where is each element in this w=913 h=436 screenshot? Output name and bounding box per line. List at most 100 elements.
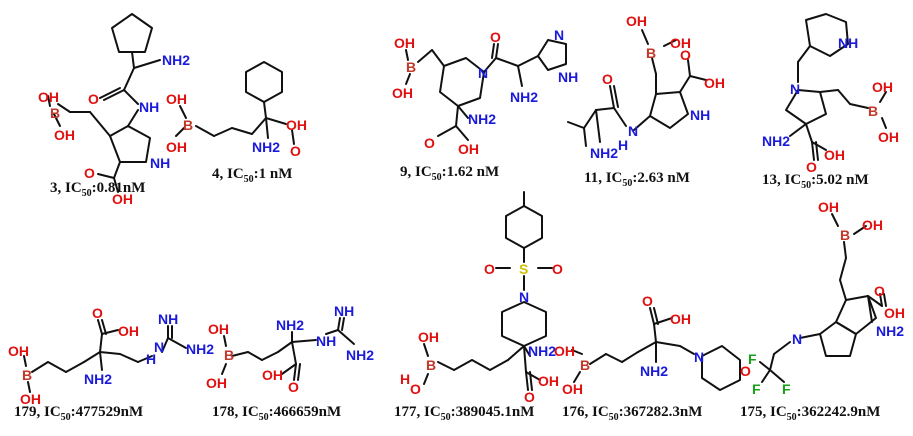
atom-n: N bbox=[478, 65, 488, 81]
atom-nh2: NH2 bbox=[162, 52, 190, 68]
atom-n: N bbox=[154, 339, 164, 355]
svg-text:O: O bbox=[92, 305, 103, 321]
svg-text:OH: OH bbox=[392, 85, 413, 101]
atom-o: O bbox=[740, 363, 751, 379]
atom-oh: OH bbox=[394, 35, 415, 51]
svg-text:O: O bbox=[410, 381, 421, 397]
atom-n: N bbox=[694, 349, 704, 365]
caption-compound-3: 3, IC50:0.81nM bbox=[50, 180, 146, 199]
structure-compound-175: OH B OH O OH NH2 N F F F bbox=[748, 199, 905, 397]
atom-oh: OH bbox=[166, 139, 187, 155]
svg-text:OH: OH bbox=[884, 305, 905, 321]
atom-oh: OH bbox=[862, 217, 883, 233]
atom-h: H bbox=[400, 371, 410, 387]
structure-compound-4: OH B OH NH2 OH O bbox=[166, 61, 307, 159]
svg-text:B: B bbox=[224, 347, 234, 363]
atom-h: H bbox=[146, 351, 156, 367]
svg-text:H: H bbox=[146, 351, 156, 367]
svg-text:OH: OH bbox=[394, 35, 415, 51]
svg-text:O: O bbox=[806, 159, 817, 175]
svg-text:N: N bbox=[554, 27, 564, 43]
atom-s: S bbox=[519, 261, 528, 277]
atom-o: O bbox=[290, 143, 301, 159]
svg-text:B: B bbox=[580, 357, 590, 373]
atom-oh: OH bbox=[554, 343, 575, 359]
svg-text:B: B bbox=[406, 59, 416, 75]
svg-text:OH: OH bbox=[818, 199, 839, 215]
structure-compound-9: OH B OH O N N NH NH2 NH2 O OH bbox=[392, 27, 578, 157]
svg-text:H: H bbox=[618, 137, 628, 153]
atom-oh: OH bbox=[286, 117, 307, 133]
atom-o: O bbox=[484, 261, 495, 277]
atom-n: N bbox=[790, 81, 800, 97]
atom-o: O bbox=[806, 159, 817, 175]
atom-oh: OH bbox=[878, 129, 899, 145]
caption-compound-4: 4, IC50:1 nM bbox=[212, 166, 293, 185]
svg-text:OH: OH bbox=[54, 127, 75, 143]
structure-compound-3: NH2 O NH OH B OH NH O OH bbox=[38, 13, 190, 207]
atom-oh: OH bbox=[562, 381, 583, 397]
svg-text:NH2: NH2 bbox=[162, 52, 190, 68]
atom-nh2: NH2 bbox=[590, 145, 618, 161]
atom-n: N bbox=[554, 27, 564, 43]
atom-o: O bbox=[680, 47, 691, 63]
svg-text:NH: NH bbox=[838, 35, 858, 51]
atom-oh: OH bbox=[824, 147, 845, 163]
svg-text:O: O bbox=[484, 261, 495, 277]
svg-text:H: H bbox=[400, 371, 410, 387]
atom-oh: OH bbox=[38, 89, 59, 105]
svg-text:OH: OH bbox=[626, 13, 647, 29]
atom-o: O bbox=[602, 71, 613, 87]
structure-compound-178: OH B OH NH2 NH NH NH2 OH O bbox=[206, 303, 374, 395]
atom-o: O bbox=[552, 261, 563, 277]
svg-text:OH: OH bbox=[166, 139, 187, 155]
atom-oh: OH bbox=[418, 329, 439, 345]
svg-text:B: B bbox=[183, 117, 193, 133]
atom-f: F bbox=[748, 351, 757, 367]
caption-compound-13: 13, IC50:5.02 nM bbox=[762, 172, 869, 191]
svg-text:O: O bbox=[424, 135, 435, 151]
atom-b: B bbox=[22, 367, 32, 383]
atom-b: B bbox=[50, 105, 60, 121]
svg-text:NH: NH bbox=[316, 333, 336, 349]
svg-text:NH2: NH2 bbox=[640, 363, 668, 379]
svg-text:B: B bbox=[868, 103, 878, 119]
svg-text:OH: OH bbox=[262, 367, 283, 383]
atom-oh: OH bbox=[166, 91, 187, 107]
svg-text:NH2: NH2 bbox=[186, 341, 214, 357]
svg-text:NH2: NH2 bbox=[510, 89, 538, 105]
svg-text:F: F bbox=[752, 381, 761, 397]
svg-text:N: N bbox=[790, 81, 800, 97]
atom-oh: OH bbox=[118, 323, 139, 339]
atom-nh: NH bbox=[158, 311, 178, 327]
svg-text:N: N bbox=[478, 65, 488, 81]
svg-text:O: O bbox=[288, 379, 299, 395]
atom-b: B bbox=[646, 45, 656, 61]
atom-nh2: NH2 bbox=[346, 347, 374, 363]
svg-text:OH: OH bbox=[862, 217, 883, 233]
structure-compound-176: OH B OH O OH NH2 N O bbox=[554, 293, 751, 397]
svg-text:O: O bbox=[524, 389, 535, 405]
atom-b: B bbox=[840, 227, 850, 243]
svg-text:NH: NH bbox=[150, 155, 170, 171]
svg-text:O: O bbox=[84, 165, 95, 181]
svg-text:F: F bbox=[782, 381, 791, 397]
svg-text:B: B bbox=[426, 357, 436, 373]
svg-text:B: B bbox=[22, 367, 32, 383]
atom-oh: OH bbox=[704, 75, 725, 91]
atom-b: B bbox=[406, 59, 416, 75]
svg-text:OH: OH bbox=[872, 79, 893, 95]
atom-nh2: NH2 bbox=[510, 89, 538, 105]
svg-text:NH: NH bbox=[139, 99, 159, 115]
svg-text:OH: OH bbox=[286, 117, 307, 133]
caption-compound-179: 179, IC50:477529nM bbox=[14, 404, 144, 423]
atom-nh2: NH2 bbox=[468, 111, 496, 127]
svg-text:F: F bbox=[748, 351, 757, 367]
atom-b: B bbox=[426, 357, 436, 373]
structure-compound-177: O S O N NH2 OH O OH B H O bbox=[400, 191, 563, 405]
atom-nh: NH bbox=[316, 333, 336, 349]
svg-text:OH: OH bbox=[112, 191, 133, 207]
atom-o: O bbox=[410, 381, 421, 397]
atom-oh: OH bbox=[670, 35, 691, 51]
